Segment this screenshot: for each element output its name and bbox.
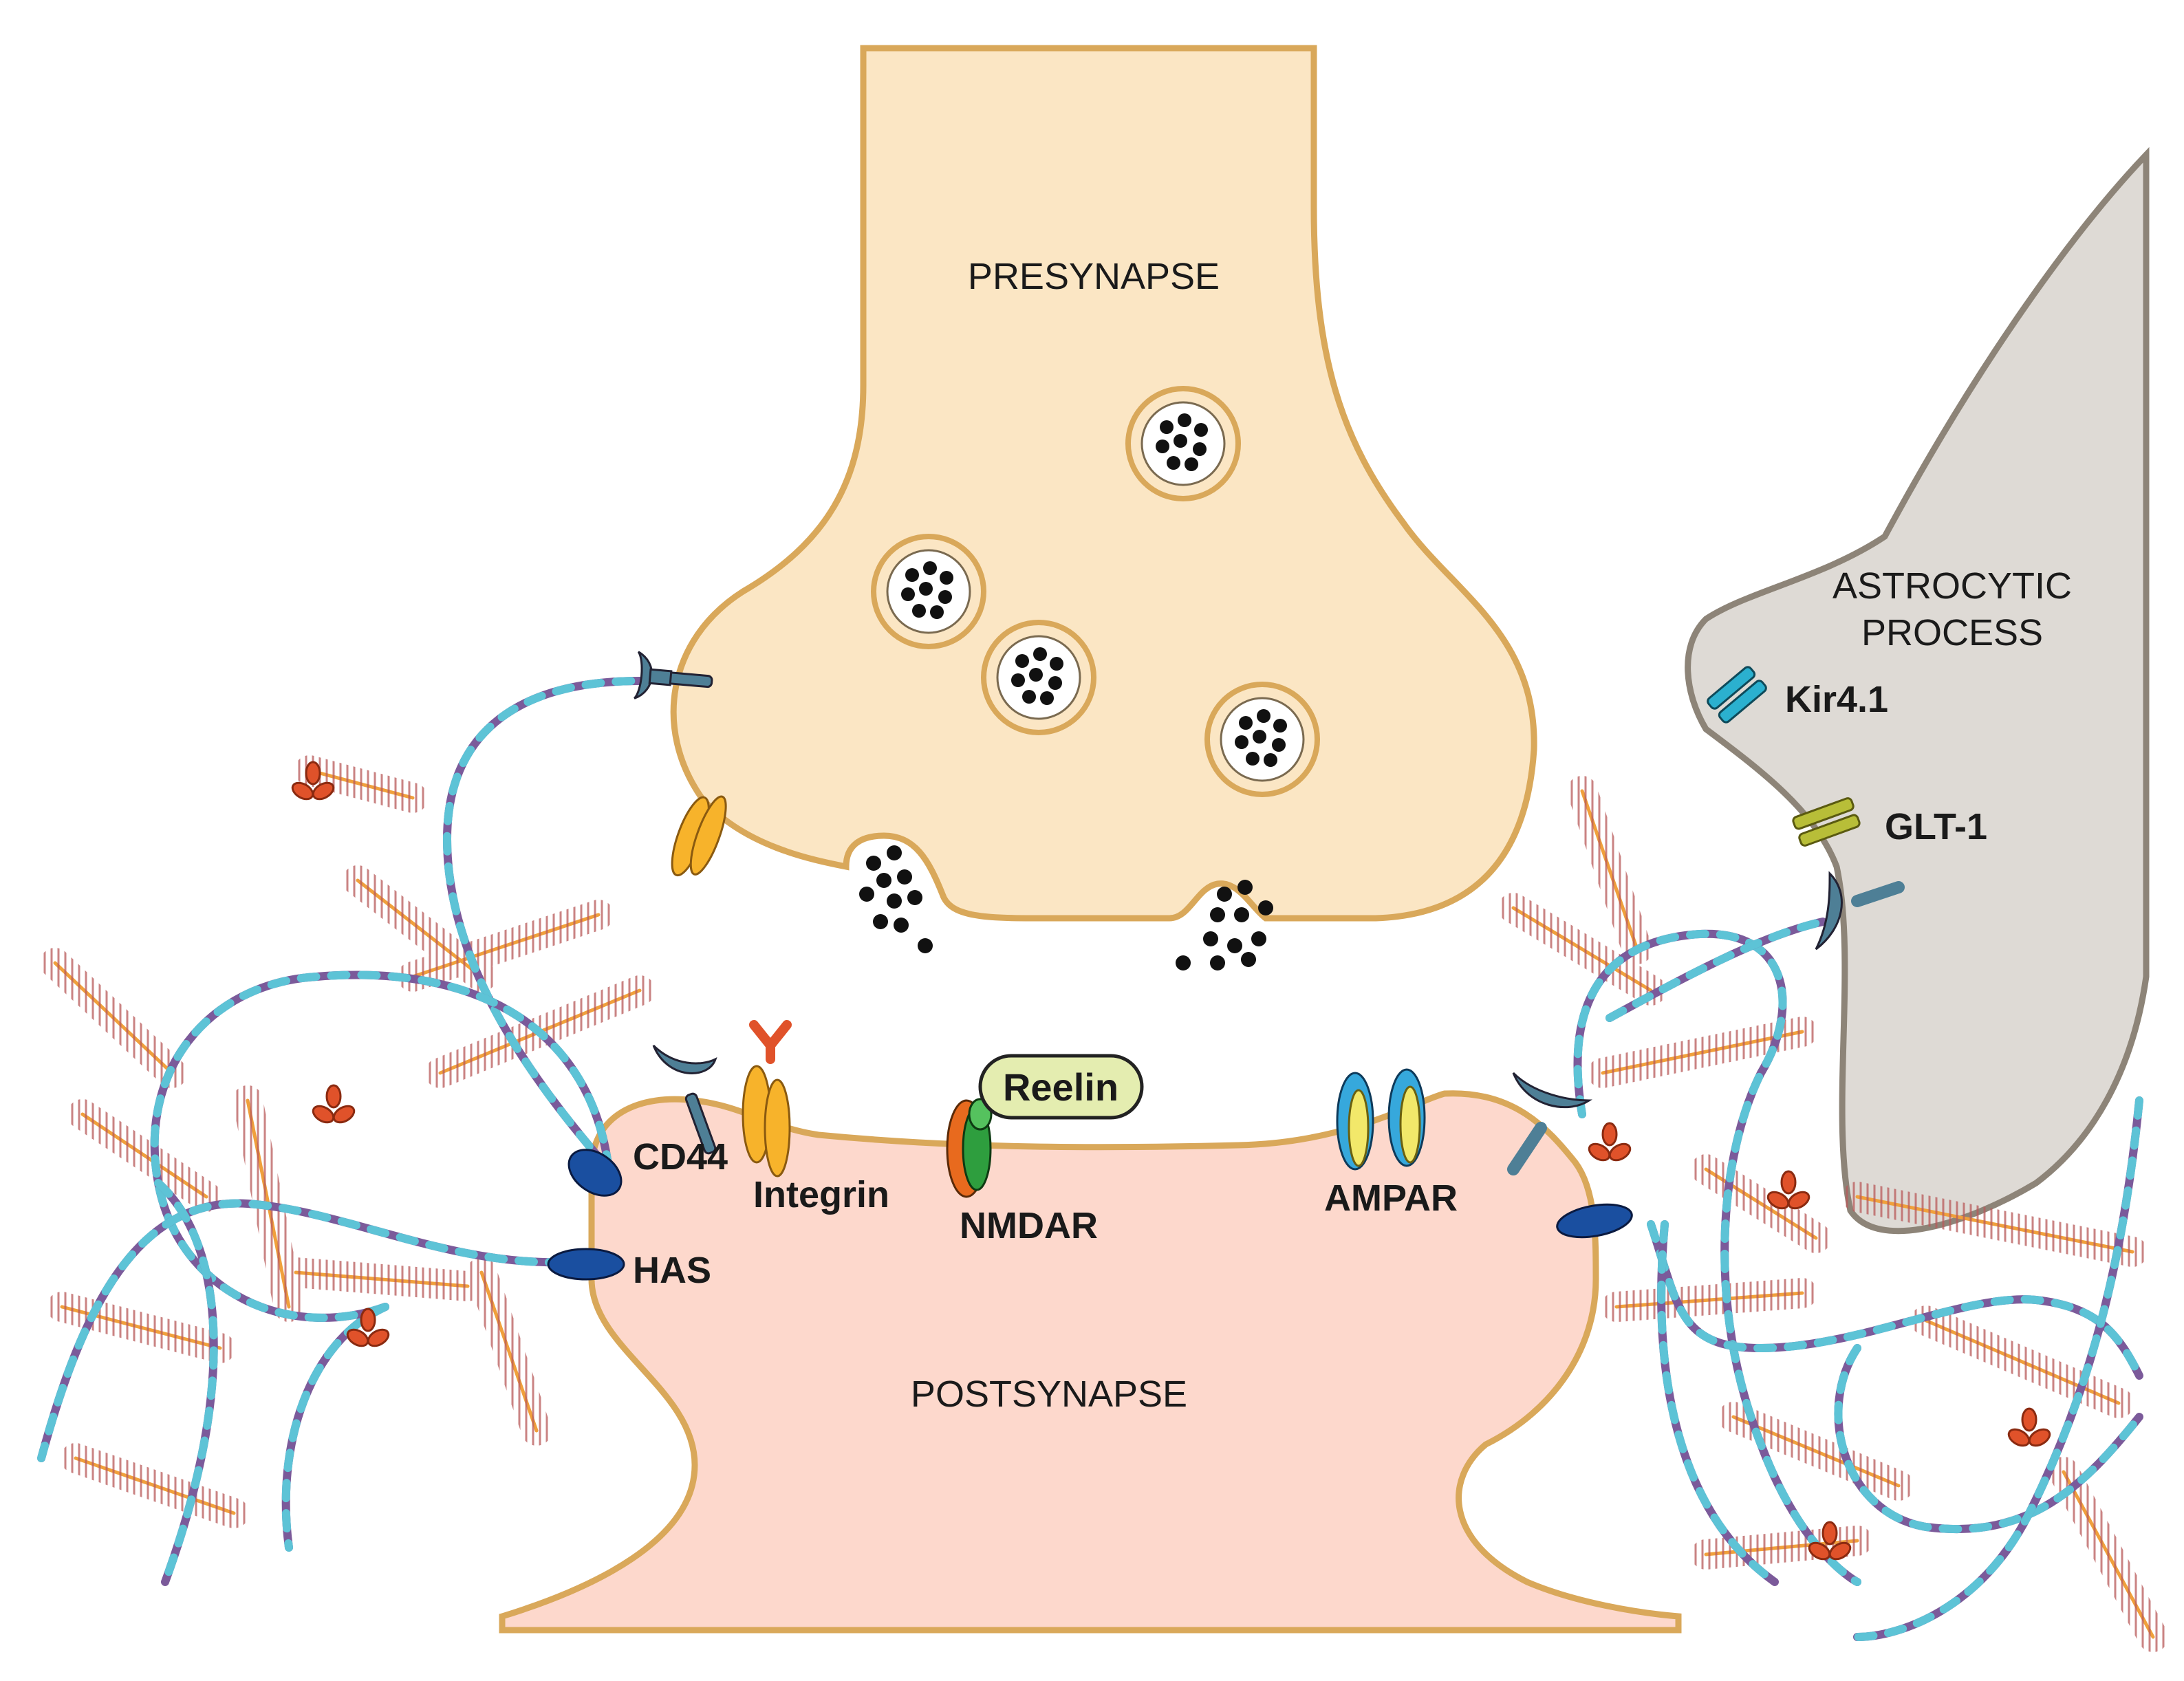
astrocytic-label-line1: ASTROCYTIC bbox=[1832, 565, 2072, 607]
integrin-presynaptic bbox=[671, 795, 727, 877]
ampar-receptor bbox=[1336, 1068, 1426, 1171]
glt1-transporter bbox=[1792, 797, 1861, 847]
cd44-receptor bbox=[633, 651, 713, 699]
has-enzyme bbox=[547, 1149, 1633, 1281]
ampar-label: AMPAR bbox=[1324, 1178, 1458, 1219]
presynapse-terminal bbox=[670, 45, 1537, 922]
cd44-postsynaptic bbox=[652, 1044, 717, 1155]
postsynapse-label: POSTSYNAPSE bbox=[911, 1374, 1187, 1415]
cd44-label: CD44 bbox=[633, 1136, 728, 1178]
kir41-label: Kir4.1 bbox=[1785, 679, 1888, 720]
ecm-left bbox=[37, 677, 655, 1586]
vesicle bbox=[981, 620, 1096, 735]
hyaluronan bbox=[37, 677, 644, 1586]
astrocytic-process bbox=[1685, 147, 2150, 1235]
released-neurotransmitter bbox=[859, 845, 1273, 970]
vesicle bbox=[871, 534, 986, 649]
reelin-protein bbox=[978, 1054, 1144, 1120]
glt1-label: GLT-1 bbox=[1885, 806, 1987, 847]
tenascin bbox=[291, 761, 2051, 1561]
synaptic-vesicles bbox=[871, 386, 1320, 797]
cd44-astrocytic bbox=[1815, 871, 1905, 951]
vesicle bbox=[1204, 682, 1320, 797]
integrin-postsynaptic bbox=[742, 1020, 792, 1178]
reelin-label: Reelin bbox=[1003, 1065, 1118, 1109]
astrocytic-label-line2: PROCESS bbox=[1861, 612, 2043, 653]
cd44-right-postsynaptic bbox=[1507, 1072, 1592, 1175]
kir41-channel bbox=[1707, 666, 1767, 724]
vesicle bbox=[1125, 386, 1241, 501]
nmdar-label: NMDAR bbox=[960, 1205, 1098, 1246]
ecm-right bbox=[1498, 776, 2168, 1652]
presynapse-label: PRESYNAPSE bbox=[968, 256, 1220, 297]
integrin-label: Integrin bbox=[753, 1174, 889, 1215]
postsynapse-spine bbox=[499, 1090, 1682, 1634]
nmdar-receptor bbox=[946, 1098, 993, 1198]
has-label: HAS bbox=[633, 1250, 711, 1291]
